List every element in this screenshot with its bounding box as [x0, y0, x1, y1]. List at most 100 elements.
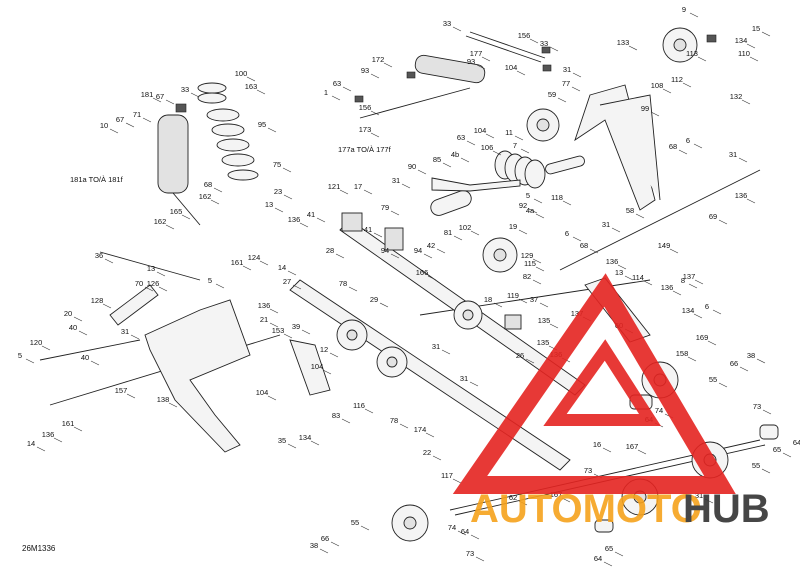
leader-line: [168, 402, 178, 408]
part-number-label: 18: [484, 295, 492, 304]
part-number-label: 137: [571, 309, 584, 318]
part-number-label: 136: [661, 283, 674, 292]
leader-line: [704, 498, 714, 504]
part-number-label: 126: [147, 279, 160, 288]
leader-line: [370, 110, 380, 116]
part-number-label: 68: [204, 180, 212, 189]
part-number-label: 31: [695, 491, 703, 500]
part-number-label: 133: [617, 38, 630, 47]
leader-line: [125, 122, 135, 128]
leader-line: [301, 329, 311, 335]
leader-line: [614, 551, 624, 557]
leader-line: [476, 64, 486, 70]
part-number-label: 115: [524, 259, 536, 268]
nut-110-part: [706, 34, 717, 43]
part-number-label: 78: [390, 416, 398, 425]
part-number-label: 181: [141, 90, 154, 99]
leader-line: [611, 227, 621, 233]
leader-line: [762, 409, 772, 415]
leader-line: [331, 95, 341, 101]
rear-arm-99-outline: [599, 94, 661, 201]
part-number-label: 71: [133, 110, 141, 119]
part-number-label: 55: [709, 375, 717, 384]
part-number-label: 65: [773, 445, 781, 454]
front-shock-body-part: [157, 114, 189, 194]
part-number-label: 26: [516, 351, 524, 360]
part-number-label: 156: [359, 103, 372, 112]
part-number-label: 100: [235, 69, 248, 78]
leader-line: [518, 500, 528, 506]
part-number-label: 31: [460, 374, 468, 383]
cross-shaft-120-part: [39, 339, 141, 361]
leader-line: [741, 99, 751, 105]
cross-shaft-36-part: [99, 251, 201, 281]
leader-line: [460, 157, 470, 163]
annotation-181-range: 181a TO/À 181f: [70, 175, 124, 184]
bolt-67-part: [175, 103, 187, 113]
part-number-label: 149: [658, 241, 671, 250]
leader-line: [322, 369, 332, 375]
leader-line: [190, 92, 200, 98]
leader-line: [602, 447, 612, 453]
leader-line: [432, 455, 442, 461]
upper-rod-part: [469, 31, 546, 59]
part-number-label: 15: [752, 24, 760, 33]
part-number-label: 63: [333, 79, 341, 88]
leader-line: [518, 298, 528, 304]
part-number-label: 68: [669, 142, 677, 151]
leader-line: [213, 187, 223, 193]
part-number-label: 17: [354, 182, 362, 191]
part-number-label: 73: [753, 402, 761, 411]
part-number-label: 8: [681, 276, 685, 285]
leader-line: [282, 167, 292, 173]
leader-line: [316, 217, 326, 223]
leader-line: [319, 548, 329, 554]
leader-line: [572, 72, 582, 78]
leader-line: [624, 275, 634, 281]
part-number-label: 23: [274, 187, 282, 196]
leader-line: [269, 308, 279, 314]
leader-line: [571, 86, 581, 92]
leader-line: [635, 213, 645, 219]
part-number-label: 21: [260, 315, 268, 324]
part-number-label: 167: [626, 442, 639, 451]
part-number-label: 14: [278, 263, 286, 272]
part-number-label: 31: [432, 342, 440, 351]
leader-line: [390, 210, 400, 216]
part-number-label: 165: [170, 207, 183, 216]
leader-line: [562, 200, 572, 206]
part-number-label: 38: [747, 351, 755, 360]
leader-line: [617, 264, 627, 270]
part-number-label: 75: [273, 160, 281, 169]
leader-line: [493, 302, 503, 308]
leader-line: [399, 423, 409, 429]
leader-line: [379, 302, 389, 308]
leader-line: [452, 478, 462, 484]
leader-line: [78, 330, 88, 336]
leader-line: [165, 224, 175, 230]
part-number-label: 74: [448, 523, 456, 532]
part-number-label: 29: [370, 295, 378, 304]
part-number-label: 7: [513, 141, 517, 150]
leader-line: [514, 135, 524, 141]
rail-wheel-3-hub: [462, 309, 474, 321]
part-number-label: 99: [641, 104, 649, 113]
leader-line: [142, 117, 152, 123]
part-number-label: 5: [18, 351, 22, 360]
part-number-label: 136: [288, 215, 301, 224]
part-number-label: 93: [467, 57, 475, 66]
part-number-label: 104: [256, 388, 269, 397]
leader-line: [712, 309, 722, 315]
watermark-word-left: AUTOMOTO: [470, 487, 702, 531]
part-number-label: 161: [62, 419, 75, 428]
leader-line: [516, 70, 526, 76]
part-number-label: 40: [69, 323, 77, 332]
part-number-label: 31: [563, 65, 571, 74]
rear-shaft-69-part: [559, 169, 761, 271]
part-number-label: 55: [351, 518, 359, 527]
leader-line: [475, 556, 485, 562]
part-number-label: 64: [594, 554, 602, 563]
nut-77-part: [542, 64, 552, 72]
block-119-part: [504, 314, 522, 330]
leader-line: [130, 334, 140, 340]
